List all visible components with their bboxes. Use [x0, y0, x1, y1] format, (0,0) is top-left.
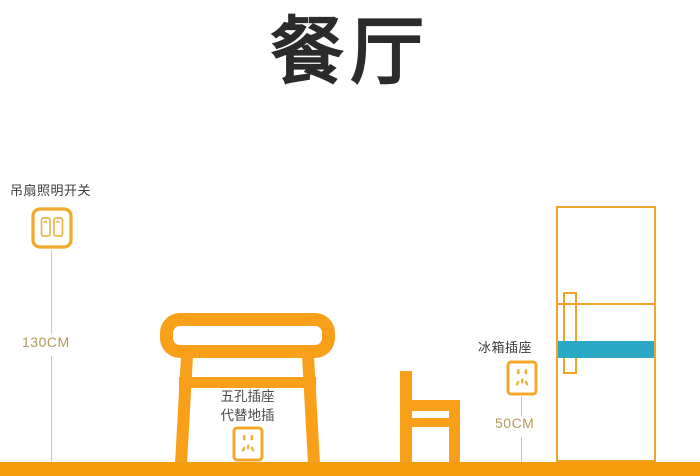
refrigerator-accent-band: [558, 341, 654, 358]
refrigerator-body: [556, 206, 656, 462]
ceiling-fan-switch-label: 吊扇照明开关: [10, 184, 92, 199]
refrigerator-socket-label: 冰箱插座: [478, 341, 533, 356]
dining-chair-front-leg: [449, 400, 460, 462]
floor-socket-replacement-label: 五孔插座 代替地插: [180, 388, 315, 426]
dining-chair-seat-rail: [400, 400, 460, 411]
dining-table-top: [160, 313, 335, 358]
fridge-socket-measure-line-lower: [521, 437, 522, 462]
dining-table-crossbar: [179, 377, 316, 388]
five-hole-socket-icon-table[interactable]: [232, 426, 264, 462]
dining-chair-seat-slat: [400, 418, 460, 427]
floor-line: [0, 462, 700, 476]
switch-measure-line-lower: [51, 356, 52, 462]
five-hole-socket-icon-fridge[interactable]: [506, 360, 538, 396]
dining-chair-back-post: [400, 371, 412, 462]
switch-measure-line-upper: [51, 250, 52, 334]
refrigerator-door-divider: [558, 303, 654, 305]
wall-switch-double-icon[interactable]: [30, 206, 74, 250]
floor-socket-label-line1: 五孔插座: [220, 389, 275, 405]
refrigerator-handle: [563, 292, 577, 374]
floor-socket-label-line2: 代替地插: [220, 408, 275, 424]
page-title: 餐厅: [270, 9, 430, 95]
fridge-socket-measure-label: 50CM: [495, 415, 535, 431]
switch-measure-label: 130CM: [22, 334, 70, 350]
fridge-socket-measure-line-upper: [521, 396, 522, 416]
